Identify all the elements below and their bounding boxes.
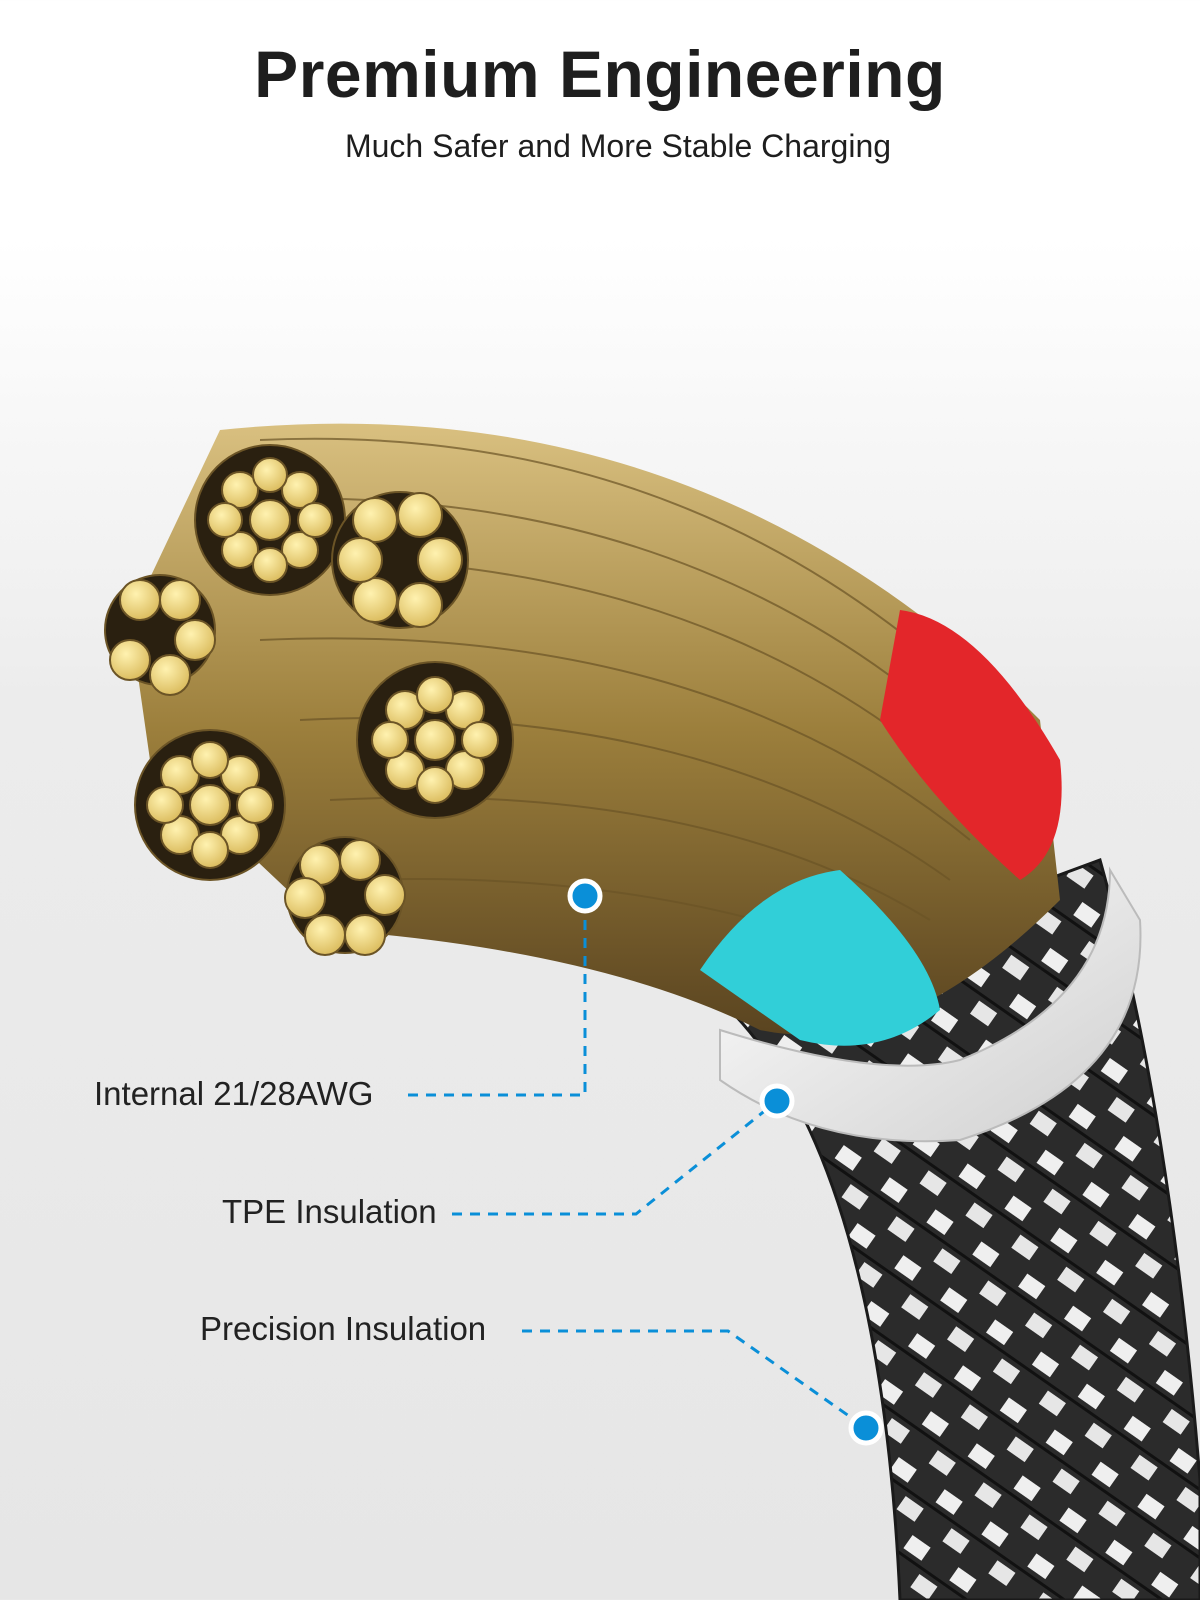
strand-bundle-2 [331, 491, 469, 629]
red-core [880, 610, 1062, 880]
strand-bundle-1 [194, 444, 346, 596]
page-subtitle: Much Safer and More Stable Charging [344, 128, 892, 164]
strand-bundle-5 [134, 729, 286, 881]
tpe-ring [719, 866, 1142, 1143]
callout-label-precision: Precision Insulation [200, 1310, 487, 1347]
page-title: Premium Engineering [254, 37, 946, 111]
callout-dot-tpe [759, 1083, 795, 1119]
callout-line-precision [522, 1329, 867, 1430]
cyan-core [700, 870, 940, 1046]
strand-bundle-4 [356, 661, 514, 819]
callout-line-internal [408, 896, 587, 1097]
strand-bundle-6 [284, 836, 406, 956]
callout-dot-precision [848, 1410, 884, 1446]
callout-dot-internal [567, 878, 603, 914]
callout-label-tpe: TPE Insulation [222, 1193, 437, 1230]
callout-label-internal: Internal 21/28AWG [94, 1075, 374, 1112]
callout-line-tpe [452, 1099, 778, 1216]
strand-bundle-3 [104, 574, 216, 696]
